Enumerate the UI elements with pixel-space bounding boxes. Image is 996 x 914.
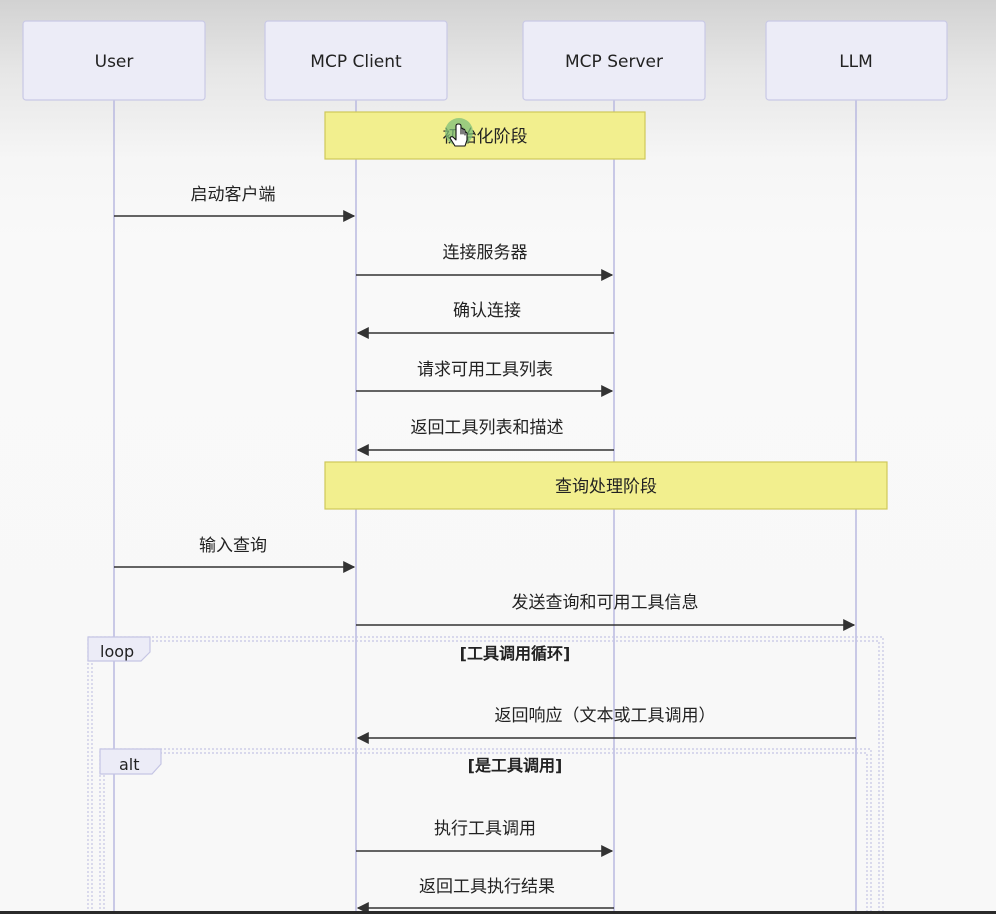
alt-frame-tab (99, 748, 162, 775)
screen-bottom-edge (0, 911, 996, 914)
participant-user: User (22, 20, 206, 101)
message-request-tools: 请求可用工具列表 (356, 360, 614, 397)
loop-frame: loop [工具调用循环] (87, 636, 884, 914)
message-label: 启动客户端 (191, 185, 276, 205)
message-label: 输入查询 (199, 536, 267, 556)
participant-mcp-server-label: MCP Server (565, 52, 663, 72)
message-return-response: 返回响应（文本或工具调用） (356, 706, 856, 744)
participant-mcp-client-label: MCP Client (310, 52, 402, 72)
message-label: 执行工具调用 (434, 819, 536, 839)
note-query-phase-text: 查询处理阶段 (555, 477, 657, 497)
message-start-client: 启动客户端 (114, 185, 356, 222)
hand-pointer-icon (449, 123, 468, 147)
message-label: 确认连接 (453, 301, 521, 321)
message-confirm-connection: 确认连接 (356, 301, 614, 339)
note-init-phase: 初始化阶段 (324, 111, 646, 160)
alt-frame: alt [是工具调用] (99, 748, 872, 914)
message-label: 返回响应（文本或工具调用） (495, 706, 716, 726)
message-label: 请求可用工具列表 (417, 360, 553, 380)
participant-user-label: User (95, 52, 134, 72)
alt-frame-label: alt (119, 755, 140, 774)
message-label: 连接服务器 (443, 243, 528, 263)
participant-mcp-server: MCP Server (522, 20, 706, 101)
message-execute-tool: 执行工具调用 (356, 819, 614, 857)
message-label: 发送查询和可用工具信息 (512, 593, 699, 613)
loop-frame-label: loop (100, 642, 134, 661)
alt-frame-condition: [是工具调用] (468, 756, 563, 775)
message-label: 返回工具执行结果 (419, 877, 555, 897)
message-return-tools: 返回工具列表和描述 (356, 418, 614, 456)
participant-llm: LLM (765, 20, 948, 101)
participant-mcp-client: MCP Client (264, 20, 448, 101)
message-return-tool-result: 返回工具执行结果 (356, 877, 614, 914)
message-input-query: 输入查询 (114, 536, 356, 573)
message-label: 返回工具列表和描述 (411, 418, 564, 438)
message-connect-server: 连接服务器 (356, 243, 614, 281)
loop-frame-tab (87, 636, 151, 662)
participant-llm-label: LLM (839, 52, 873, 72)
message-send-query-llm: 发送查询和可用工具信息 (356, 593, 856, 631)
mouse-cursor (445, 118, 473, 147)
note-query-phase: 查询处理阶段 (324, 461, 888, 510)
loop-frame-condition: [工具调用循环] (460, 644, 571, 663)
